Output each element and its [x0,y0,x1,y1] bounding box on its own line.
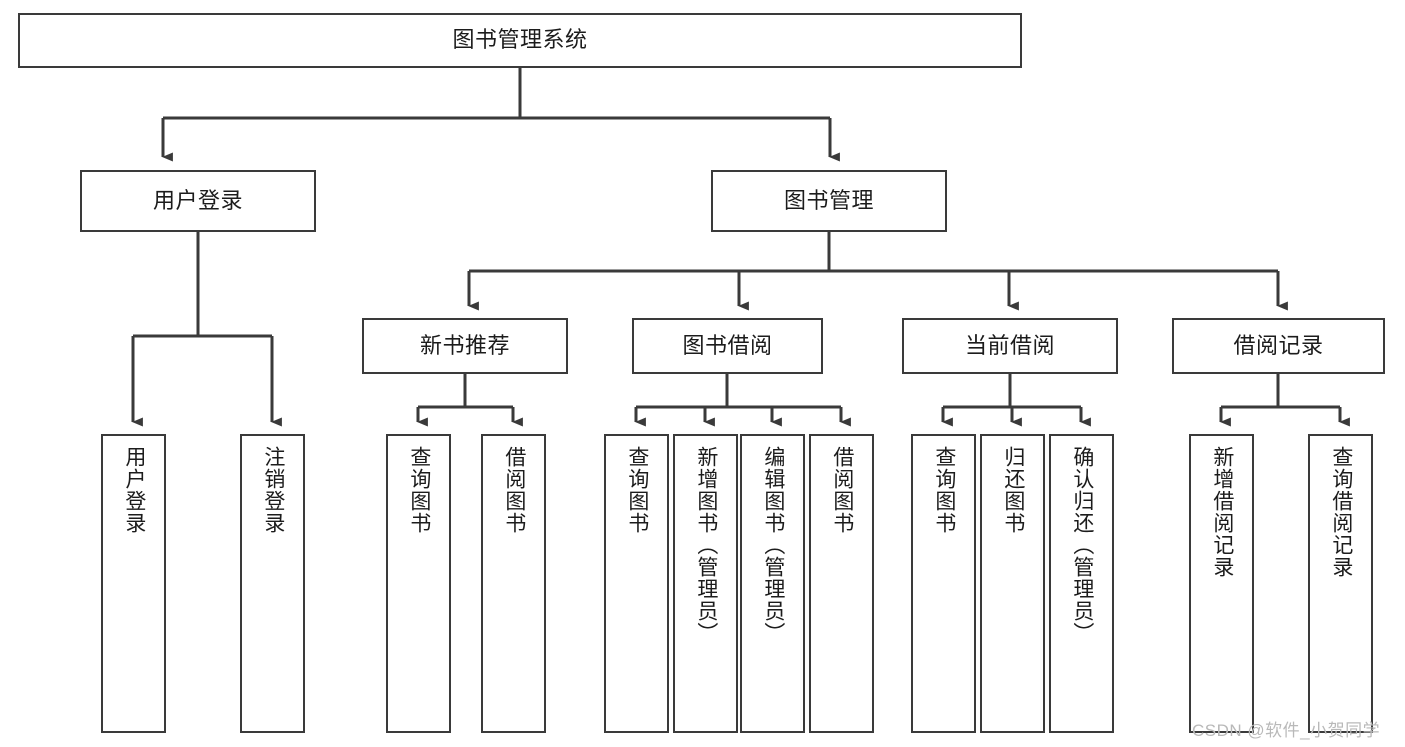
node-leaf-logout-label: 注销登录 [261,446,285,534]
node-user-login-label: 用户登录 [152,187,243,213]
node-new-book-recommend[interactable]: 新书推荐 [362,318,568,374]
node-root[interactable]: 图书管理系统 [18,13,1022,68]
node-leaf-logout[interactable]: 注销登录 [240,434,305,733]
node-book-management[interactable]: 图书管理 [711,170,947,232]
node-new-book-recommend-label: 新书推荐 [419,332,510,358]
node-leaf-query-borrow-record[interactable]: 查询借阅记录 [1308,434,1373,733]
node-leaf-borrow-book-label: 借阅图书 [830,446,854,534]
node-leaf-edit-book[interactable]: 编辑图书（管理员） [740,434,805,733]
node-book-borrow-label: 图书借阅 [682,332,773,358]
node-leaf-query-book-current[interactable]: 查询图书 [911,434,976,733]
node-leaf-query-book-recommend[interactable]: 查询图书 [386,434,451,733]
node-leaf-add-borrow-record[interactable]: 新增借阅记录 [1189,434,1254,733]
node-leaf-return-book-label: 归还图书 [1001,446,1025,534]
node-borrow-record-label: 借阅记录 [1233,332,1324,358]
node-leaf-query-book-borrow-label: 查询图书 [625,446,649,534]
node-borrow-record[interactable]: 借阅记录 [1172,318,1385,374]
node-leaf-borrow-book[interactable]: 借阅图书 [809,434,874,733]
node-current-borrow[interactable]: 当前借阅 [902,318,1118,374]
node-root-label: 图书管理系统 [452,27,588,53]
node-leaf-user-login-label: 用户登录 [122,446,146,534]
node-book-management-label: 图书管理 [783,187,874,213]
node-leaf-return-book[interactable]: 归还图书 [980,434,1045,733]
node-leaf-confirm-return-label: 确认归还（管理员） [1070,446,1094,644]
node-leaf-confirm-return[interactable]: 确认归还（管理员） [1049,434,1114,733]
node-leaf-add-book-label: 新增图书（管理员） [694,446,718,644]
node-leaf-edit-book-label: 编辑图书（管理员） [761,446,785,644]
node-leaf-query-book-current-label: 查询图书 [932,446,956,534]
node-leaf-query-book-borrow[interactable]: 查询图书 [604,434,669,733]
node-leaf-borrow-book-recommend[interactable]: 借阅图书 [481,434,546,733]
node-leaf-query-borrow-record-label: 查询借阅记录 [1329,446,1353,578]
node-leaf-user-login[interactable]: 用户登录 [101,434,166,733]
node-current-borrow-label: 当前借阅 [964,332,1055,358]
node-leaf-borrow-book-recommend-label: 借阅图书 [502,446,526,534]
node-leaf-add-borrow-record-label: 新增借阅记录 [1210,446,1234,578]
node-user-login[interactable]: 用户登录 [80,170,316,232]
node-leaf-add-book[interactable]: 新增图书（管理员） [673,434,738,733]
node-book-borrow[interactable]: 图书借阅 [632,318,823,374]
node-leaf-query-book-recommend-label: 查询图书 [407,446,431,534]
